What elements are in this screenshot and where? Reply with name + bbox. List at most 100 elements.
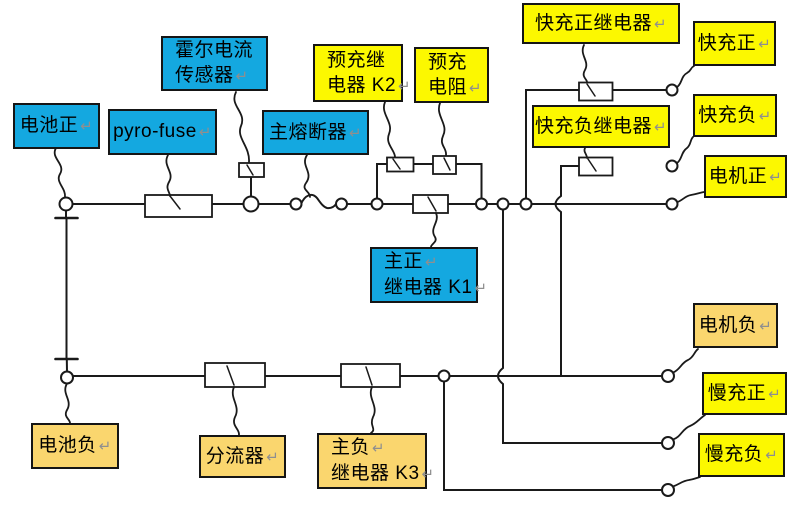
- nodes: [58, 83, 679, 497]
- wire-slow-neg-label: [672, 476, 701, 488]
- label-fast-charge-negative-relay: 快充负继电器↵: [532, 105, 670, 148]
- wire-fc-pos-label: [676, 65, 695, 88]
- slow-charge-positive-path: [497, 203, 663, 444]
- wire-battery-neg-label: [64, 382, 71, 424]
- paragraph-return-mark: ↵: [266, 448, 280, 466]
- hall-sensor-ring: [242, 195, 260, 213]
- label-hall-current-sensor: 霍尔电流传感器↵: [161, 36, 268, 91]
- label-text-line: 主熔断器↵: [268, 121, 363, 143]
- wire-main-fuse-label: [303, 154, 311, 198]
- paragraph-return-mark: ↵: [80, 118, 94, 135]
- precharge-branch-line: [376, 163, 483, 205]
- label-text-line: 电池正↵: [19, 115, 94, 136]
- fast-charge-positive-relay-tick: [586, 83, 596, 97]
- motor-negative-terminal: [661, 369, 675, 383]
- wire-slow-pos-label: [672, 414, 706, 441]
- wire-motor-pos-label: [676, 191, 705, 203]
- label-text-line: 霍尔电流: [175, 40, 254, 61]
- label-text-line: 继电器 K3↵: [331, 463, 435, 484]
- main-fuse-node-right: [335, 197, 348, 211]
- paragraph-return-mark: ↵: [769, 168, 783, 186]
- negative-bus-junction-node: [437, 369, 451, 383]
- wire-main-pos-relay-label: [430, 212, 438, 248]
- precharge-node-left: [370, 197, 384, 211]
- label-main-negative-relay-k3: 主负↵ 继电器 K3↵: [317, 433, 434, 489]
- precharge-relay-tick: [392, 158, 401, 170]
- main-negative-relay-component: [340, 363, 401, 388]
- component-ticks: [169, 83, 597, 386]
- label-pyro-fuse: pyro-fuse↵: [108, 109, 217, 155]
- fast-charge-negative-relay-tick: [587, 158, 597, 172]
- fast-charge-negative-line: [554, 165, 580, 377]
- label-slow-charge-positive: 慢充正↵: [702, 372, 787, 415]
- label-motor-negative: 电机负↵: [693, 303, 778, 348]
- paragraph-return-mark: ↵: [421, 466, 435, 483]
- label-text-line: 快充正继电器↵: [534, 12, 668, 34]
- fast-charge-negative-branch: [554, 165, 580, 377]
- battery-positive-terminal: [58, 196, 74, 212]
- main-fuse-node-left: [289, 197, 303, 211]
- label-main-fuse: 主熔断器↵: [262, 110, 369, 155]
- label-text-line: 电器 K2↵: [327, 74, 412, 96]
- wire-precharge-relay-label: [383, 101, 396, 158]
- slow-charge-positive-tap-node: [496, 197, 510, 211]
- label-text-line: 主负↵: [331, 437, 386, 458]
- label-text-line: 电机负↵: [698, 314, 773, 336]
- label-battery-positive: 电池正↵: [13, 103, 100, 149]
- main-fuse-wavy-segment: [300, 193, 337, 210]
- wire-fc-pos-relay-label: [581, 44, 588, 83]
- wire-motor-neg-label: [672, 348, 699, 374]
- label-text-line: 快充负继电器↵: [534, 115, 668, 137]
- label-text-line: 传感器↵: [175, 65, 249, 86]
- paragraph-return-mark: ↵: [348, 124, 363, 142]
- label-text-line: 电机正↵: [708, 165, 783, 187]
- label-text-line: 快充负↵: [698, 104, 772, 126]
- label-text-line: 继电器 K1↵: [384, 277, 488, 298]
- paragraph-return-mark: ↵: [759, 317, 773, 335]
- slow-charge-negative-path: [443, 375, 663, 491]
- main-negative-relay-tick: [365, 366, 373, 386]
- shunt-tick: [226, 365, 235, 386]
- label-text-line: 电池负↵: [38, 435, 112, 456]
- label-text-line: 慢充负↵: [704, 444, 779, 465]
- label-fast-charge-positive: 快充正↵: [693, 21, 776, 66]
- precharge-resistor-tick: [443, 157, 451, 171]
- hall-sensor-tick: [246, 164, 254, 176]
- label-text-line: 预充: [428, 51, 468, 73]
- fast-charge-negative-relay-component: [578, 156, 614, 177]
- wire-fc-neg-label: [676, 136, 694, 164]
- label-text-line: 慢充正↵: [707, 382, 782, 404]
- label-shunt: 分流器↵: [199, 435, 286, 478]
- main-positive-relay-component: [412, 194, 449, 214]
- paragraph-return-mark: ↵: [98, 438, 112, 455]
- paragraph-return-mark: ↵: [653, 118, 668, 136]
- fast-charge-tap-node: [519, 197, 533, 211]
- label-text-line: 分流器↵: [205, 445, 280, 467]
- slow-charge-negative-terminal: [661, 483, 675, 497]
- battery-symbol: [54, 209, 79, 373]
- hall-sensor-component: [238, 162, 265, 178]
- paragraph-return-mark: ↵: [198, 124, 212, 141]
- precharge-branch: [376, 163, 483, 205]
- fast-charge-positive-terminal: [665, 83, 679, 97]
- fast-charge-positive-branch: [525, 89, 667, 205]
- slow-charge-positive-terminal: [661, 436, 675, 450]
- label-text-line: pyro-fuse↵: [113, 121, 212, 142]
- main-positive-relay-tick: [427, 196, 437, 212]
- label-motor-positive: 电机正↵: [704, 155, 787, 198]
- label-battery-negative: 电池负↵: [31, 423, 119, 469]
- wire-hall-sensor-label: [233, 91, 250, 163]
- paragraph-return-mark: ↵: [758, 35, 772, 53]
- label-slow-charge-negative: 慢充负↵: [698, 433, 785, 477]
- label-text-line: 预充继: [327, 49, 386, 71]
- paragraph-return-mark: ↵: [758, 107, 772, 125]
- paragraph-return-mark: ↵: [398, 77, 412, 95]
- label-main-positive-relay-k1: 主正↵继电器 K1↵: [370, 247, 487, 303]
- paragraph-return-mark: ↵: [768, 385, 782, 403]
- label-text-line: 快充正↵: [697, 32, 772, 54]
- paragraph-return-mark: ↵: [474, 280, 488, 297]
- shunt-component: [204, 362, 266, 388]
- motor-positive-terminal: [665, 197, 679, 211]
